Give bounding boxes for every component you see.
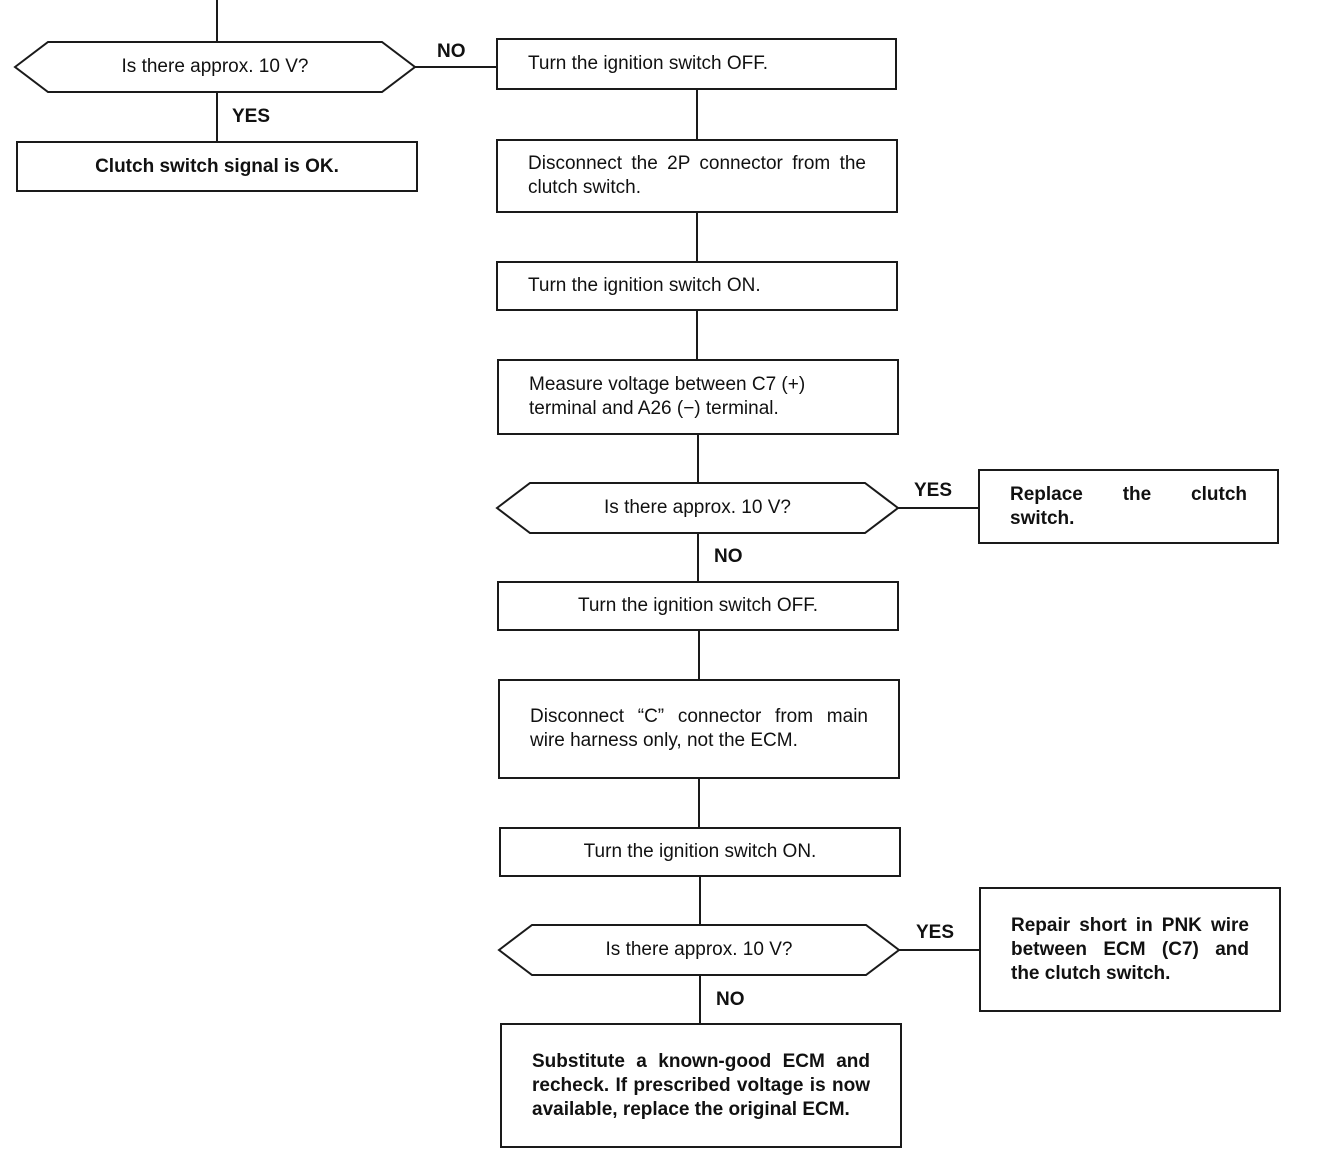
step-ignition-off-1-text: Turn the ignition switch OFF.: [528, 53, 769, 74]
label-no-d3: NO: [716, 989, 745, 1010]
label-yes-d1: YES: [232, 106, 271, 127]
label-yes-d3: YES: [916, 922, 955, 943]
decision-d3: Is there approx. 10 V?: [534, 925, 864, 975]
decision-shape-d3: [497, 924, 901, 976]
step-repair-short-text: Repair short in PNK wire between ECM (C7…: [1011, 914, 1249, 984]
step-ignition-off-1: Turn the ignition switch OFF.: [496, 38, 897, 90]
step-disconnect-c-connector-text: Disconnect “C” connector from main wire …: [530, 706, 868, 751]
step-measure-voltage: Measure voltage between C7 (+) terminal …: [497, 359, 899, 435]
step-clutch-switch-ok-text: Clutch switch signal is OK.: [95, 155, 339, 177]
step-substitute-ecm-text: Substitute a known-good ECM and recheck.…: [532, 1050, 870, 1120]
step-ignition-on-2-text: Turn the ignition switch ON.: [583, 841, 817, 862]
step-replace-clutch-switch-text: Replace the clutch switch.: [1010, 483, 1247, 529]
step-replace-clutch-switch: Replace the clutch switch.: [978, 469, 1279, 544]
decision-d2: Is there approx. 10 V?: [532, 483, 863, 533]
step-clutch-switch-ok: Clutch switch signal is OK.: [16, 141, 418, 192]
step-disconnect-c-connector: Disconnect “C” connector from main wire …: [498, 679, 900, 779]
step-measure-voltage-text: Measure voltage between C7 (+) terminal …: [529, 374, 806, 419]
step-substitute-ecm: Substitute a known-good ECM and recheck.…: [500, 1023, 902, 1148]
label-no-d2: NO: [714, 546, 743, 567]
decision-d2-text: Is there approx. 10 V?: [604, 497, 791, 518]
decision-shape-d1: [13, 41, 417, 93]
step-ignition-on-2: Turn the ignition switch ON.: [499, 827, 901, 877]
step-ignition-on-1: Turn the ignition switch ON.: [496, 261, 898, 311]
decision-d1-text: Is there approx. 10 V?: [121, 56, 309, 77]
label-yes-d2: YES: [914, 480, 953, 501]
decision-shape-d2: [495, 482, 900, 534]
step-repair-short: Repair short in PNK wire between ECM (C7…: [979, 887, 1281, 1012]
decision-d1: Is there approx. 10 V?: [50, 42, 380, 92]
decision-d3-text: Is there approx. 10 V?: [605, 939, 793, 960]
step-ignition-off-2-text: Turn the ignition switch OFF.: [577, 595, 819, 616]
step-disconnect-2p-text: Disconnect the 2P connector from the clu…: [528, 153, 866, 198]
label-no-d1: NO: [437, 41, 466, 62]
step-ignition-on-1-text: Turn the ignition switch ON.: [528, 275, 761, 296]
step-ignition-off-2: Turn the ignition switch OFF.: [497, 581, 899, 631]
step-disconnect-2p: Disconnect the 2P connector from the clu…: [496, 139, 898, 213]
